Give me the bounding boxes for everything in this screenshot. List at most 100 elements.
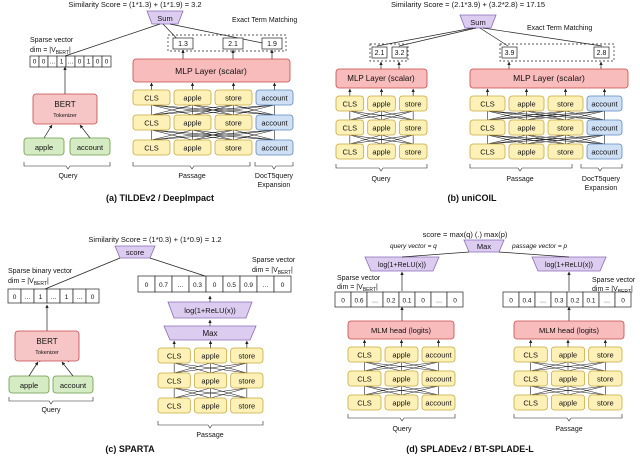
token-box xyxy=(335,95,365,112)
token-label: store xyxy=(225,144,242,153)
attention-edge xyxy=(364,361,439,372)
panel-spladev2: score = max(q) (.) max(p) Max query vect… xyxy=(334,230,636,454)
passage-mlp-label: MLP Layer (scalar) xyxy=(513,73,585,83)
token-label: CLS xyxy=(343,124,358,133)
vector-cell xyxy=(85,288,100,304)
token-box xyxy=(469,143,506,160)
token-box xyxy=(469,119,506,136)
attention-edge xyxy=(174,362,211,374)
token-box xyxy=(513,370,548,387)
vector-cell-value: 0 xyxy=(621,298,625,305)
token-box xyxy=(384,394,419,411)
attention-edge xyxy=(487,110,566,121)
panel-unicoil: Similarity Score = (2.1*3.9) + (3.2*2.8)… xyxy=(335,0,629,203)
weight-value: 3.9 xyxy=(505,50,515,57)
token-box xyxy=(550,346,586,363)
expansion-token xyxy=(586,143,623,160)
token-box xyxy=(367,95,396,112)
similarity-score-text: Similarity Score = (2.1*3.9) + (3.2*2.8)… xyxy=(391,0,545,9)
attention-edge xyxy=(174,387,247,399)
query-brace xyxy=(347,414,456,422)
token-box xyxy=(398,95,428,112)
max-label: Max xyxy=(477,242,491,251)
token-box xyxy=(230,397,264,414)
token-label: CLS xyxy=(523,375,538,384)
token-label: apple xyxy=(559,375,577,384)
passage-relu-label: log(1+ReLU(x)) xyxy=(545,262,593,269)
vector-cell-value: 0 xyxy=(96,59,100,66)
query-token-label: apple xyxy=(35,143,53,152)
vector-cell-value: … xyxy=(24,294,31,301)
token-label: store xyxy=(238,352,255,361)
token-label: apple xyxy=(559,351,577,360)
sparse-dim-label: dim = |VBERT| xyxy=(30,47,71,56)
query-label: Query xyxy=(41,407,61,414)
caption-b: (b) uniCOIL xyxy=(448,193,497,203)
sum-node xyxy=(459,14,497,29)
token-label: account xyxy=(425,351,452,360)
token-box xyxy=(230,347,264,364)
attention-edge xyxy=(565,134,605,145)
attention-edge xyxy=(233,129,275,141)
token-label: CLS xyxy=(357,375,372,384)
token-label: store xyxy=(225,94,242,103)
exact-term-matching-label: Exact Term Matching xyxy=(527,25,592,32)
token-label: CLS xyxy=(480,148,495,157)
token-box xyxy=(157,397,191,414)
vector-cell-value: 1 xyxy=(60,59,64,66)
token-box xyxy=(367,119,396,136)
expansion-label-1: DocT5query xyxy=(582,176,621,183)
expansion-brace xyxy=(580,164,623,172)
sparse-binary-vector-label: Sparse binary vector xyxy=(8,268,73,275)
caption-c: (c) SPARTA xyxy=(105,444,155,454)
token-label: apple xyxy=(517,124,535,133)
token-box xyxy=(173,114,212,131)
token-box xyxy=(588,394,623,411)
token-label: account xyxy=(591,124,618,133)
attention-edge xyxy=(174,362,247,374)
token-box xyxy=(547,143,584,160)
sparse-vector-label: Sparse vector xyxy=(252,257,296,264)
attention-edge xyxy=(364,385,439,396)
attention-edge xyxy=(151,129,275,141)
token-box xyxy=(508,95,545,112)
max-label: Max xyxy=(202,329,217,338)
token-box xyxy=(193,372,228,389)
vector-cell-value: … xyxy=(540,298,547,305)
weight-value: 3.2 xyxy=(395,50,405,57)
token-label: apple xyxy=(201,352,219,361)
max-node xyxy=(163,325,257,341)
expansion-label-2: Expansion xyxy=(258,182,291,189)
vector-cell-value: 0 xyxy=(213,282,217,289)
expansion-token xyxy=(255,114,294,131)
vector-cell-value: 0.5 xyxy=(227,282,236,289)
query-token-label: account xyxy=(60,381,87,390)
mlp-label: MLP Layer (scalar) xyxy=(175,66,247,76)
query-brace xyxy=(8,397,94,405)
token-label: apple xyxy=(372,124,390,133)
vector-cell-value: 0.2 xyxy=(570,298,579,305)
tokenizer-label: Tokenizer xyxy=(35,350,59,356)
token-box xyxy=(173,139,212,156)
token-box xyxy=(550,394,586,411)
expansion-brace xyxy=(254,162,294,170)
attention-edge xyxy=(530,361,569,372)
token-label: account xyxy=(261,144,288,153)
passage-label: Passage xyxy=(196,432,223,439)
vector-cell-value: 0 xyxy=(42,59,46,66)
token-label: CLS xyxy=(357,399,372,408)
token-box xyxy=(214,114,253,131)
vector-cell xyxy=(273,275,292,293)
query-relu-label: log(1+ReLU(x)) xyxy=(378,262,426,269)
token-box xyxy=(421,370,456,387)
query-brace xyxy=(335,164,428,172)
vector-cell xyxy=(614,291,632,308)
expansion-label-2: Expansion xyxy=(585,185,618,192)
expansion-label-1: DocT5query xyxy=(255,173,294,180)
passage-brace xyxy=(469,164,573,172)
